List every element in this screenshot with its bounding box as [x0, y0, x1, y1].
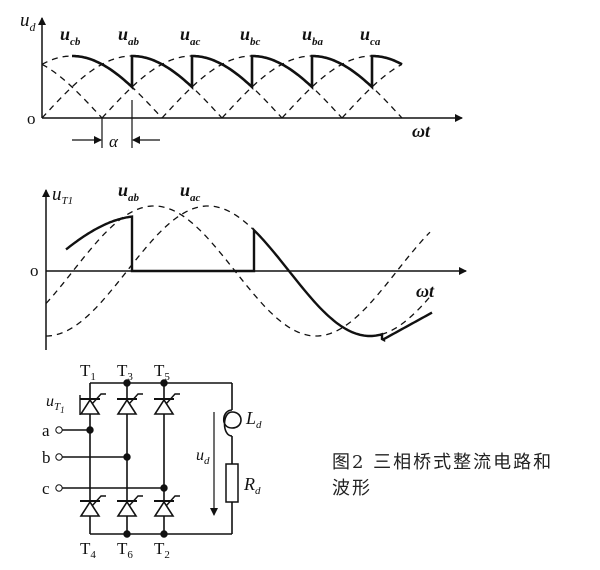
mid-y-axis-label: uT1	[52, 184, 73, 207]
label-ut1: uT1	[46, 393, 65, 415]
inductor-ld	[222, 409, 242, 437]
bridge-circuit	[62, 382, 242, 535]
top-panel	[38, 17, 463, 148]
alpha-label: α	[109, 132, 119, 151]
node-b	[123, 453, 131, 461]
label-t5: T5	[154, 361, 170, 383]
middle-panel	[42, 189, 467, 350]
mid-origin-label: o	[30, 261, 39, 280]
figure-caption: 图2 三相桥式整流电路和 波形	[332, 450, 582, 502]
node-bottom-2	[160, 530, 168, 538]
thyristor-symbol	[116, 393, 143, 415]
thyristor-symbol	[153, 393, 180, 415]
label-ld: Ld	[245, 408, 262, 431]
thyristor-symbol	[116, 495, 143, 517]
mid-wave-label-uab: uab	[118, 180, 140, 204]
mid-wave-label-uac: uac	[180, 180, 201, 204]
resistor-rd	[225, 463, 239, 503]
caption-line-2: 波形	[332, 478, 372, 499]
label-ud: ud	[196, 447, 210, 467]
top-wave-label-ubc: ubc	[240, 24, 261, 48]
mid-ut1-waveform	[65, 215, 433, 342]
label-phase-b: b	[42, 448, 51, 467]
thyristor-symbol	[79, 393, 106, 415]
top-labels: ud o ωt α ucb uab uac ubc uba uca	[20, 10, 431, 151]
top-wave-label-uba: uba	[302, 24, 324, 48]
node-c	[160, 484, 168, 492]
label-t4: T4	[80, 539, 96, 561]
caption-line-1: 图2 三相桥式整流电路和	[332, 452, 554, 473]
label-rd: Rd	[243, 474, 261, 497]
node-top-5	[160, 379, 168, 387]
circuit-labels: T1 T3 T5 T4 T6 T2 a b c uT1 ud Ld Rd	[42, 361, 262, 561]
terminal-b	[55, 453, 63, 461]
label-phase-c: c	[42, 479, 50, 498]
top-ud-envelope	[72, 54, 403, 91]
node-bottom-6	[123, 530, 131, 538]
terminal-a	[55, 426, 63, 434]
label-t1: T1	[80, 361, 96, 383]
label-t6: T6	[117, 539, 133, 561]
top-wave-label-uab: uab	[118, 24, 140, 48]
top-wave-label-uca: uca	[360, 24, 381, 48]
top-origin-label: o	[27, 109, 36, 128]
node-a	[86, 426, 94, 434]
terminal-c	[55, 484, 63, 492]
middle-labels: uT1 o ωt uab uac	[30, 180, 435, 301]
mid-x-axis-label: ωt	[416, 281, 435, 301]
label-phase-a: a	[42, 421, 50, 440]
label-t2: T2	[154, 539, 170, 561]
top-y-axis-label: ud	[20, 10, 37, 34]
node-top-3	[123, 379, 131, 387]
thyristor-symbol	[79, 495, 106, 517]
top-wave-label-ucb: ucb	[60, 24, 81, 48]
label-t3: T3	[117, 361, 133, 383]
top-wave-label-uac: uac	[180, 24, 201, 48]
mid-dashed-line-voltages	[45, 205, 431, 337]
top-x-axis-label: ωt	[412, 121, 431, 141]
thyristor-symbol	[153, 495, 180, 517]
circuit-nodes	[55, 379, 168, 538]
